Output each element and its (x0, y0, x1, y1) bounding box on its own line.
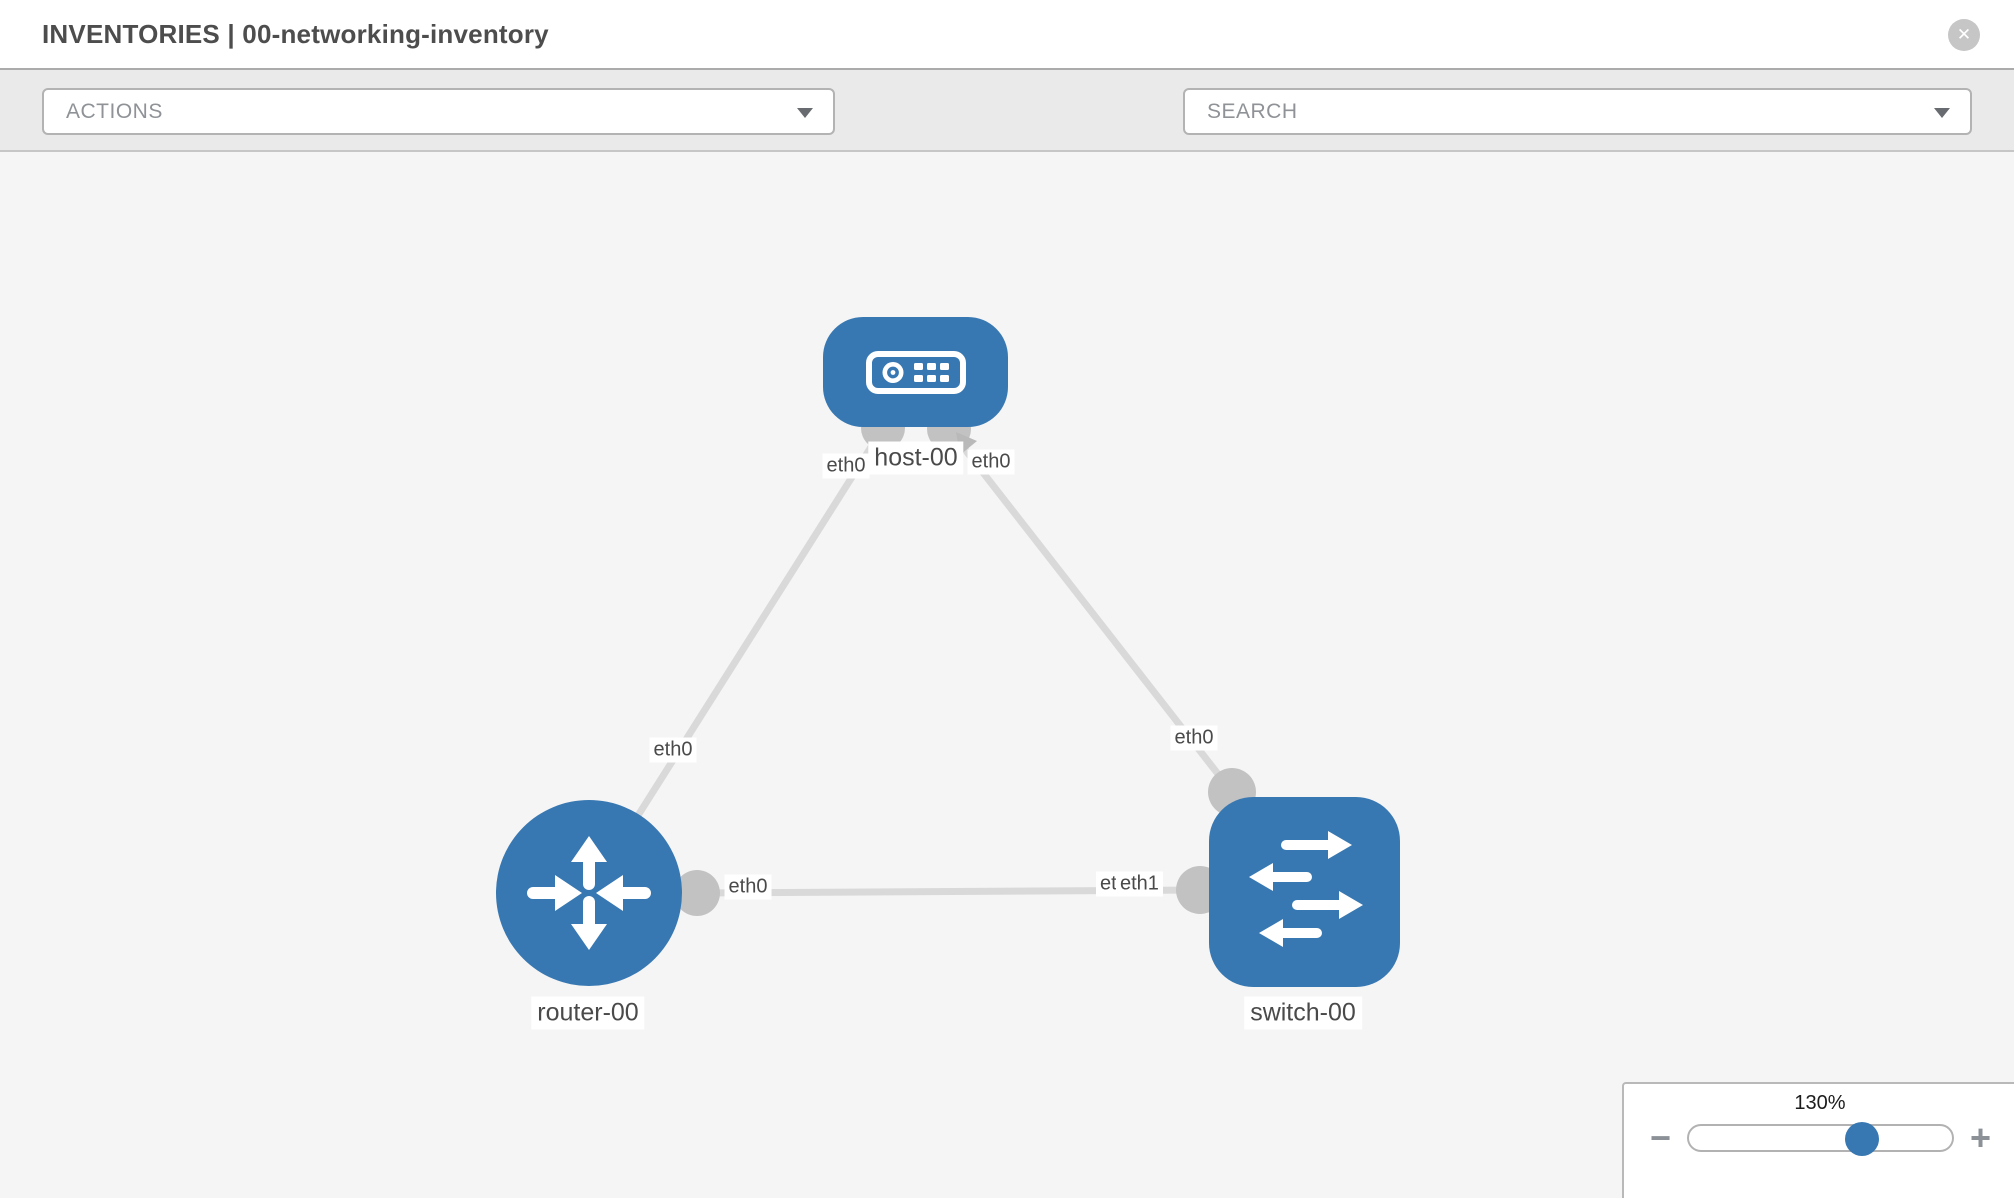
port-circle[interactable] (674, 870, 720, 916)
search-placeholder: SEARCH (1207, 99, 1298, 123)
header: INVENTORIES | 00-networking-inventory ✕ (0, 0, 2014, 70)
node-host-00[interactable] (823, 317, 1008, 427)
node-label: router-00 (531, 996, 645, 1030)
node-router-00[interactable] (496, 800, 682, 986)
node-switch-00[interactable] (1209, 797, 1400, 987)
zoom-level-label: 130% (1794, 1092, 1846, 1114)
node-label: host-00 (868, 441, 964, 475)
toolbar: ACTIONS SEARCH (0, 70, 2014, 201)
interface-label: eth0 (967, 449, 1015, 475)
node-label: switch-00 (1244, 996, 1362, 1030)
actions-dropdown-label: ACTIONS (66, 99, 163, 123)
interface-label: eth0 (724, 874, 772, 900)
zoom-slider-track[interactable] (1687, 1122, 1955, 1156)
search-dropdown[interactable]: SEARCH (1183, 88, 1972, 135)
close-button[interactable]: ✕ (1948, 19, 1980, 51)
interface-label: eth0 (822, 453, 870, 479)
router-icon (527, 836, 651, 950)
interface-label: eth0 (1170, 725, 1218, 751)
zoom-in-button[interactable]: + (1970, 1117, 1992, 1158)
caret-down-icon (1934, 107, 1950, 118)
host-icon (866, 351, 966, 394)
interface-label: eth1 (1116, 871, 1163, 897)
close-icon: ✕ (1956, 25, 1972, 44)
zoom-slider-thumb[interactable] (1845, 1122, 1880, 1156)
actions-dropdown[interactable]: ACTIONS (42, 88, 835, 135)
topology-canvas[interactable]: eth0 eth0 eth0 eth0 eth0 eth0 eth1 host-… (0, 152, 2014, 1198)
page-title: INVENTORIES | 00-networking-inventory (42, 19, 549, 49)
interface-label: eth0 (649, 737, 697, 763)
caret-down-icon (797, 107, 813, 118)
zoom-panel: 130% − + (1622, 1082, 2014, 1198)
switch-icon (1249, 831, 1363, 947)
zoom-out-button[interactable]: − (1650, 1117, 1672, 1158)
